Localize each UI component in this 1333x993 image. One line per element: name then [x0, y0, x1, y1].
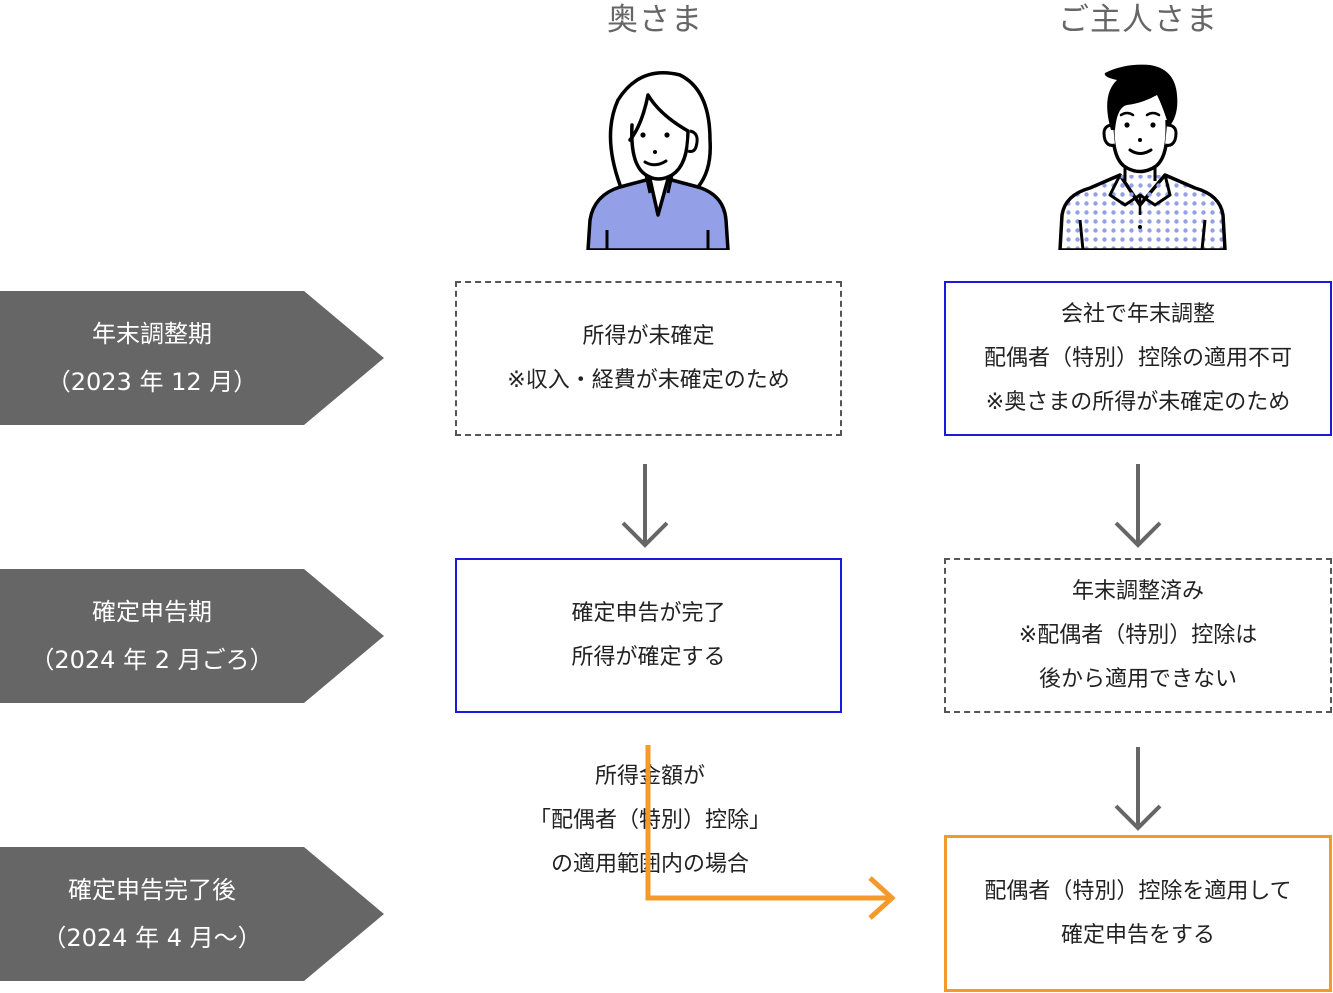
- phase-arrow-shape: [0, 569, 384, 703]
- phase-period: （2024 年 4 月〜）: [42, 924, 262, 952]
- husband-box-year-end-adjustment: 会社で年末調整 配偶者（特別）控除の適用不可 ※奥さまの所得が未確定のため: [944, 281, 1332, 436]
- box-text-line: ※収入・経費が未確定のため: [507, 367, 790, 393]
- column-title-wife: 奥さま: [607, 2, 703, 38]
- man-avatar-icon: [1055, 55, 1230, 252]
- box-text-line: ※配偶者（特別）控除は: [1018, 622, 1258, 648]
- box-text-line: 所得が未確定: [582, 323, 715, 349]
- box-text-line: 確定申告をする: [1060, 922, 1215, 948]
- woman-avatar-icon: [580, 55, 735, 252]
- box-text-line: 会社で年末調整: [1060, 301, 1215, 327]
- down-arrow-icon: [621, 464, 669, 548]
- down-arrow-icon: [1114, 747, 1162, 831]
- down-arrow-icon: [1114, 464, 1162, 548]
- phase-arrow-shape: [0, 291, 384, 425]
- phase-period: （2024 年 2 月ごろ）: [30, 646, 274, 674]
- wife-box-tax-return-complete: 確定申告が完了 所得が確定する: [455, 558, 842, 713]
- box-text-line: 所得が確定する: [571, 644, 726, 670]
- phase-after-tax-return: 確定申告完了後 （2024 年 4 月〜）: [0, 847, 384, 981]
- phase-arrow-shape: [0, 847, 384, 981]
- phase-label: 確定申告完了後: [68, 876, 236, 904]
- box-text-line: 後から適用できない: [1038, 666, 1237, 692]
- box-text-line: ※奥さまの所得が未確定のため: [985, 389, 1291, 415]
- box-text-line: 配偶者（特別）控除の適用不可: [983, 345, 1292, 371]
- phase-tax-return: 確定申告期 （2024 年 2 月ごろ）: [0, 569, 384, 703]
- wife-box-income-undetermined: 所得が未確定 ※収入・経費が未確定のため: [455, 281, 842, 436]
- box-text-line: 確定申告が完了: [571, 600, 726, 626]
- husband-box-apply-deduction: 配偶者（特別）控除を適用して 確定申告をする: [944, 835, 1332, 992]
- phase-label: 確定申告期: [92, 598, 212, 626]
- box-text-line: 年末調整済み: [1071, 578, 1204, 604]
- orange-elbow-arrow-icon: [645, 745, 896, 920]
- phase-period: （2023 年 12 月）: [46, 368, 258, 396]
- column-title-husband: ご主人さま: [1058, 2, 1218, 38]
- box-text-line: 配偶者（特別）控除を適用して: [984, 878, 1292, 904]
- phase-label: 年末調整期: [92, 320, 212, 348]
- husband-box-adjustment-done: 年末調整済み ※配偶者（特別）控除は 後から適用できない: [944, 558, 1332, 713]
- phase-year-end-adjustment: 年末調整期 （2023 年 12 月）: [0, 291, 384, 425]
